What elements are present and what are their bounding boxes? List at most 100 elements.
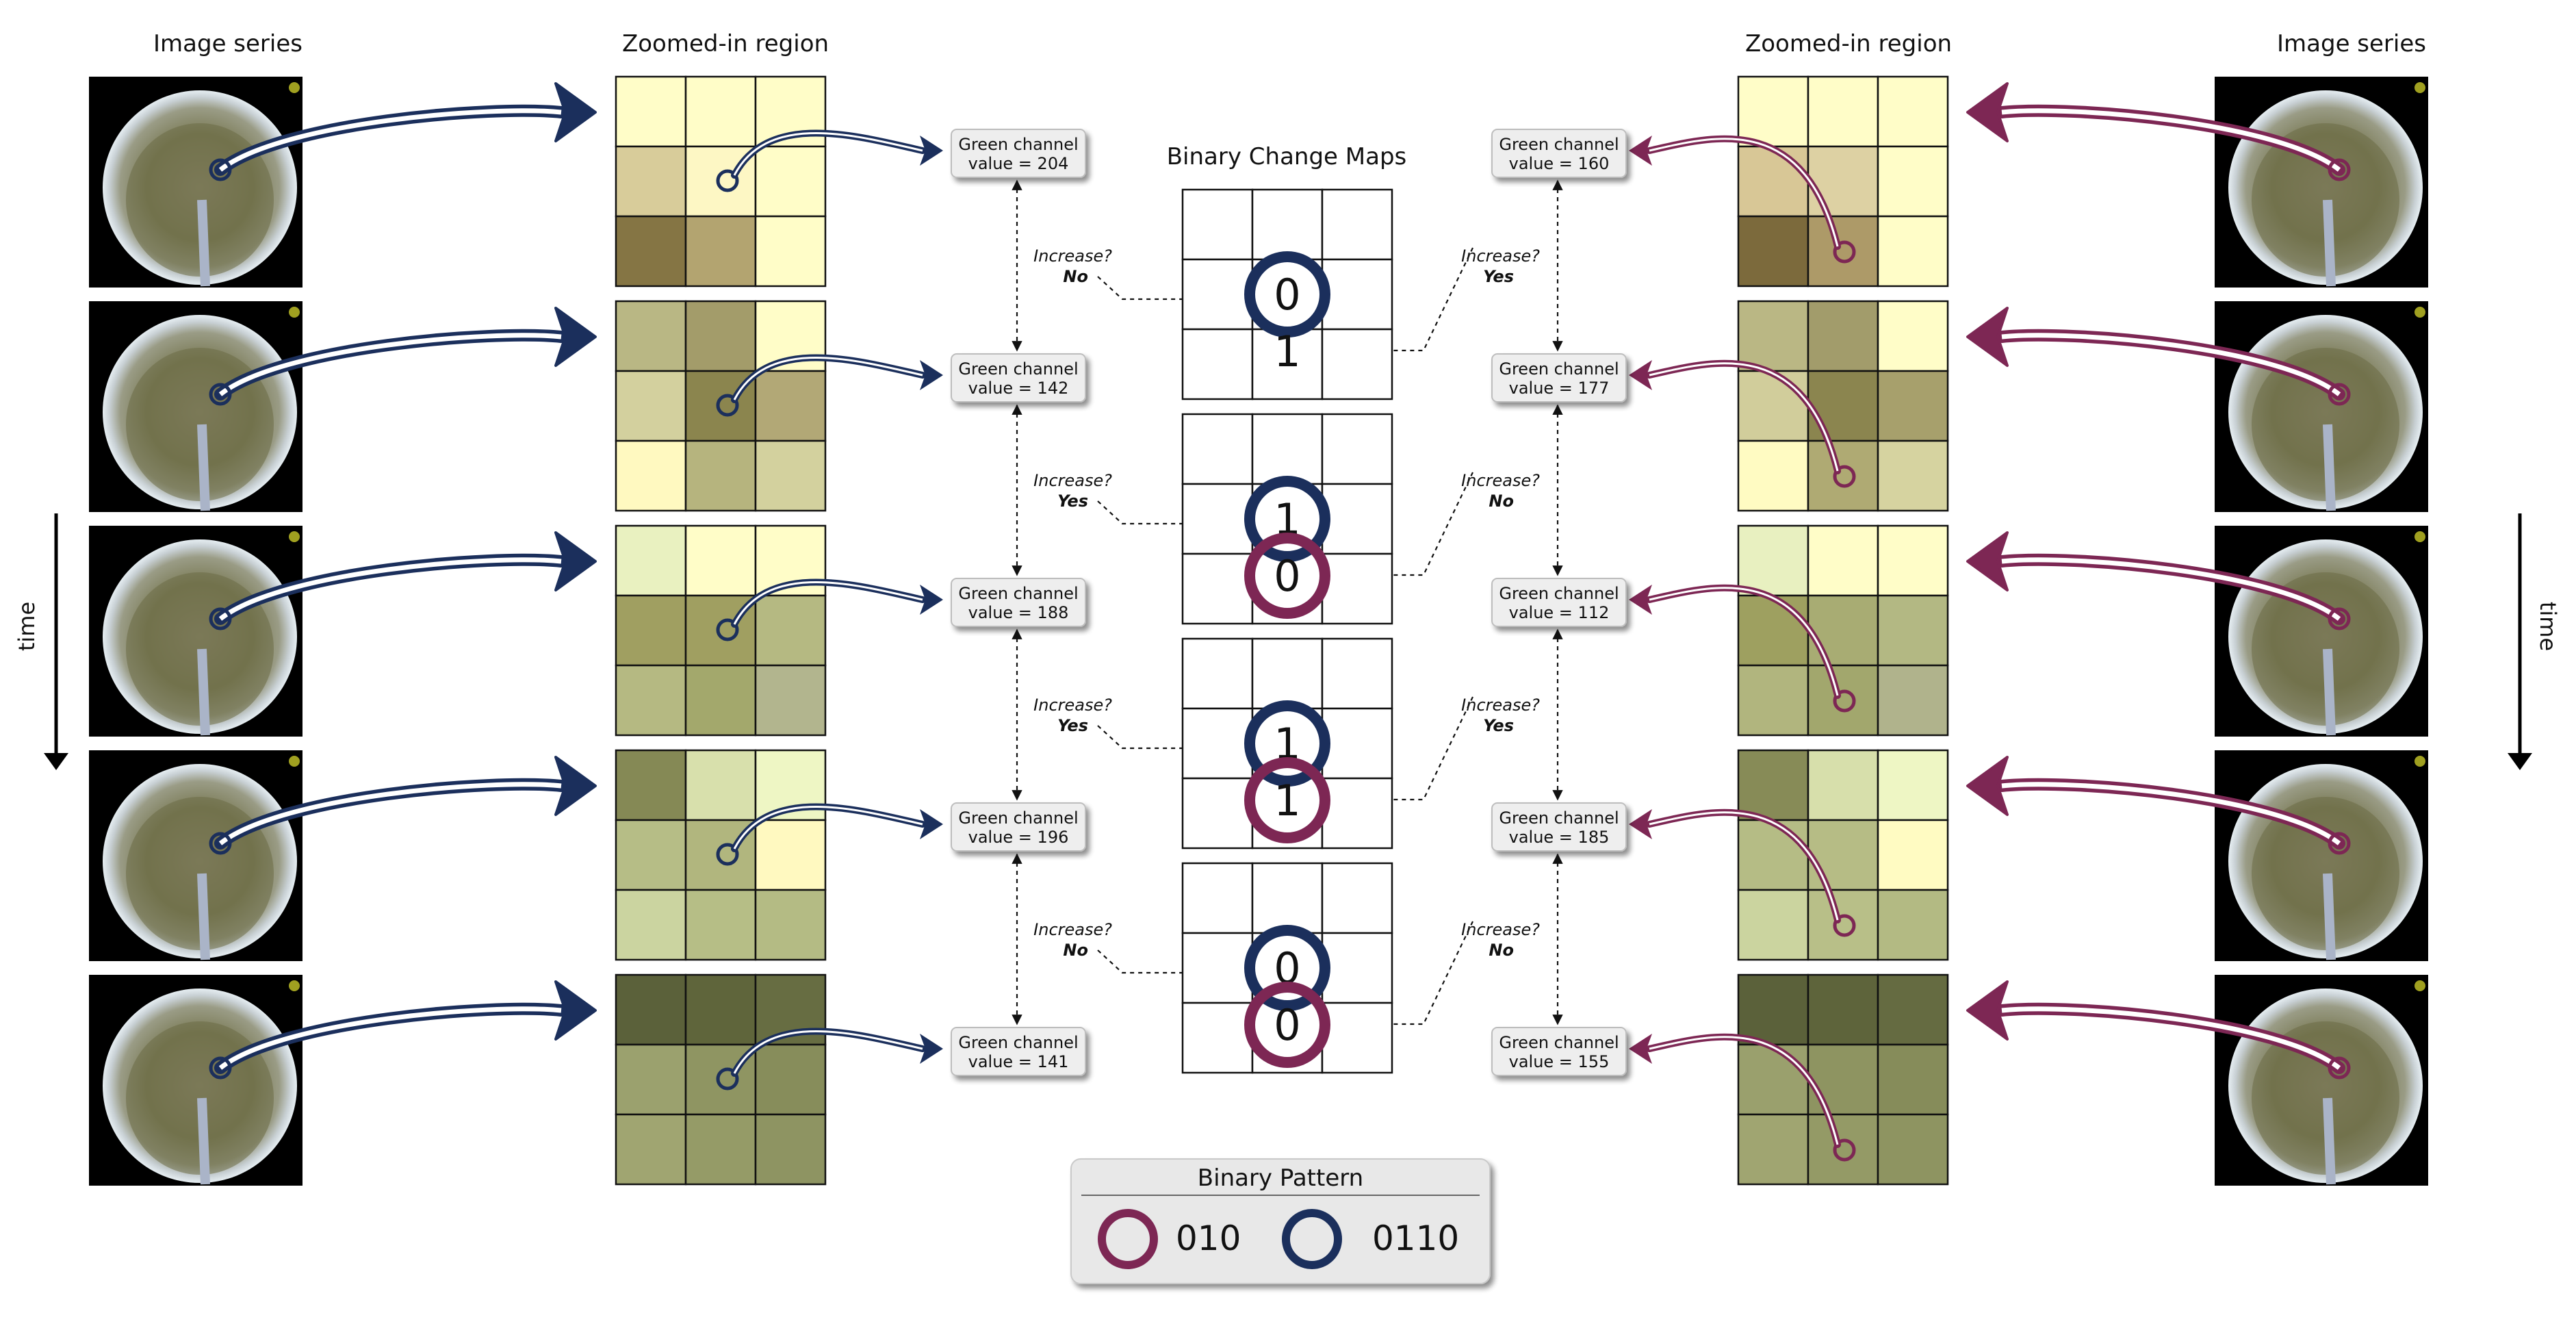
grid-cell <box>754 594 827 667</box>
change-map-2: 10 <box>1181 413 1393 625</box>
link-head <box>1629 360 1652 390</box>
source-pixel-marker <box>209 158 232 181</box>
grid-cell <box>1877 889 1949 961</box>
green-channel-label: Green channel <box>958 584 1078 603</box>
left-value-box-1 <box>951 129 1086 178</box>
zoom-pixel-marker <box>1833 1138 1856 1162</box>
right-pixel-link-5 <box>1629 1033 1856 1162</box>
left-series-photo-2 <box>89 301 302 512</box>
grid-cell <box>1807 145 1879 218</box>
right-series-photo-3 <box>2215 526 2428 737</box>
grid-cell <box>1737 75 1809 148</box>
arrow-shaft-highlight <box>2001 333 2341 396</box>
grid-cell <box>1877 370 1949 442</box>
tower-mast <box>197 873 210 960</box>
arrow-head <box>554 531 597 591</box>
link-shaft-highlight <box>1649 138 1839 247</box>
left-pixel-link-5 <box>716 1028 943 1091</box>
grid-cell <box>1737 145 1809 218</box>
left-increase-answer: No <box>1063 941 1088 960</box>
right-pixel-link-2 <box>1629 359 1856 488</box>
arrow-head <box>554 307 597 367</box>
tower-mast <box>2323 199 2336 287</box>
link-head <box>920 360 943 390</box>
link-shaft-highlight <box>1649 362 1839 472</box>
green-channel-label: Green channel <box>958 1033 1078 1052</box>
green-channel-value: value = 204 <box>968 154 1069 173</box>
map-cell <box>1321 637 1393 710</box>
source-pixel-marker <box>2328 383 2351 406</box>
right-zoom-grid-2 <box>1737 300 1949 512</box>
zoom-pixel-marker <box>716 394 739 417</box>
grid-cell <box>1877 75 1949 148</box>
right-zoom-grid-4 <box>1737 749 1949 961</box>
link-shaft-highlight <box>733 357 923 400</box>
grid-cell <box>1877 973 1949 1046</box>
grid-cell <box>1737 749 1809 821</box>
tower-mast <box>2323 648 2336 736</box>
grid-cell <box>615 215 687 288</box>
plum-change-value: 1 <box>1274 776 1300 826</box>
left-image-series-header: Image series <box>153 30 302 58</box>
arrow-shaft-highlight <box>218 557 562 621</box>
left-zoomed-header: Zoomed-in region <box>622 30 829 58</box>
map-cell <box>1181 707 1254 780</box>
grid-cell <box>684 1113 757 1186</box>
navy-pattern-circle <box>1244 700 1330 787</box>
grid-cell <box>754 370 827 442</box>
arrow-shaft-highlight <box>218 333 562 396</box>
left-value-box-5 <box>951 1027 1086 1076</box>
map-cell <box>1181 552 1254 625</box>
right-increase-answer: Yes <box>1483 716 1514 735</box>
change-map-3: 11 <box>1181 637 1393 850</box>
source-pixel-marker <box>209 607 232 630</box>
right-increase-answer: Yes <box>1483 267 1514 286</box>
grid-cell <box>1877 749 1949 821</box>
grid-cell <box>1807 973 1879 1046</box>
plum-pattern-circle <box>1244 533 1330 619</box>
left-pixel-link-3 <box>716 578 943 641</box>
arrow-head <box>1966 980 2009 1041</box>
right-series-arrow-5 <box>1966 980 2351 1080</box>
grid-cell <box>1807 664 1879 737</box>
grid-cell <box>1737 1113 1809 1186</box>
grid-cell <box>1737 1043 1809 1116</box>
left-series-photo-5 <box>89 975 302 1186</box>
source-pixel-marker <box>2328 1056 2351 1080</box>
green-channel-value: value = 185 <box>1509 828 1610 847</box>
right-series-arrow-2 <box>1966 307 2351 406</box>
zoom-pixel-marker <box>1833 240 1856 264</box>
right-series-photo-5 <box>2215 975 2428 1186</box>
left-increase-question: Increase? <box>1033 696 1112 715</box>
plum-pattern-circle <box>1244 757 1330 843</box>
map-cell <box>1181 1002 1254 1074</box>
left-series-photo-4 <box>89 750 302 961</box>
canopy-foliage <box>2252 572 2399 726</box>
grid-cell <box>754 439 827 512</box>
right-increase-answer: No <box>1489 492 1514 511</box>
source-pixel-marker <box>2328 832 2351 855</box>
map-cell <box>1181 777 1254 850</box>
left-time-label: time <box>14 602 40 651</box>
green-channel-value: value = 155 <box>1509 1052 1610 1071</box>
grid-cell <box>1877 594 1949 667</box>
arrow-head <box>1966 756 2009 816</box>
grid-cell <box>684 749 757 821</box>
source-pixel-marker <box>2328 158 2351 181</box>
tower-mast <box>197 424 210 511</box>
grid-cell <box>1877 524 1949 597</box>
map-cell <box>1181 637 1254 710</box>
grid-cell <box>615 749 687 821</box>
grid-cell <box>1737 889 1809 961</box>
grid-cell <box>1877 439 1949 512</box>
map-cell <box>1321 328 1393 400</box>
arrow-head <box>1966 307 2009 367</box>
link-head <box>920 809 943 839</box>
source-pixel-marker <box>2328 607 2351 630</box>
navy-pattern-circle <box>1244 925 1330 1011</box>
link-head <box>1629 585 1652 615</box>
plum-change-value: 1 <box>1274 327 1300 377</box>
left-increase-answer: Yes <box>1057 492 1088 511</box>
